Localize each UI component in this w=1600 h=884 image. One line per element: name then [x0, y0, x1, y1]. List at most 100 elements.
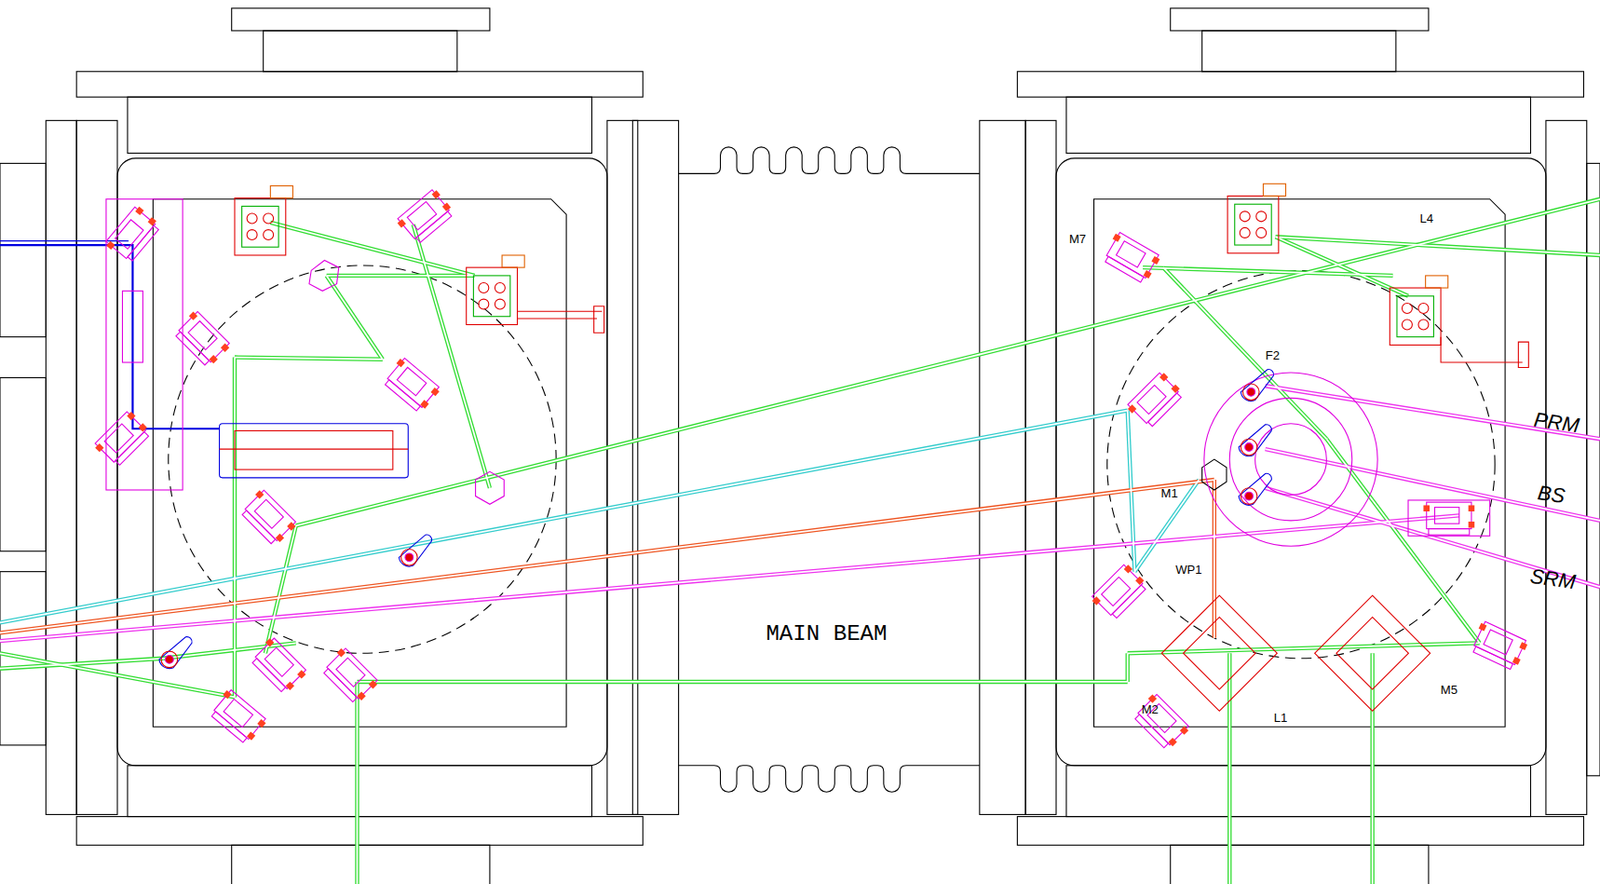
drawing-part: [238, 488, 299, 548]
drawing-part: [127, 765, 593, 817]
drawing-part: [979, 120, 1026, 814]
drawing-part: [0, 240, 129, 242]
optic-hardware: [234, 183, 1529, 367]
drawing-part: [1389, 275, 1448, 346]
drawing-part: [398, 534, 432, 567]
drawing-part: [1238, 424, 1272, 457]
drawing-part: [678, 765, 980, 792]
laser-beams: [0, 199, 1600, 884]
drawing-part: [309, 259, 339, 291]
drawing-part: [395, 188, 457, 246]
drawing-part: [1131, 691, 1192, 752]
drawing-part: [466, 255, 525, 326]
drawing-part: [234, 185, 293, 256]
drawing-part: [1229, 397, 1352, 520]
drawing-part: [1336, 617, 1409, 690]
drawing-part: [1100, 230, 1162, 285]
drawing-part: [263, 30, 458, 72]
drawing-part: [0, 479, 1215, 638]
part-label: L1: [1273, 710, 1289, 725]
drawing-part: [1227, 183, 1286, 254]
drawing-part: [475, 471, 505, 504]
drawing-part: [207, 688, 269, 746]
drawing-part: [1315, 595, 1431, 711]
drawing-part: [1202, 30, 1397, 72]
part-label: PRM: [1531, 407, 1582, 437]
drawing-part: [106, 199, 183, 490]
chamber-outline: [0, 8, 1600, 884]
drawing-part: [1255, 423, 1328, 496]
part-label: SRM: [1528, 565, 1579, 595]
drawing-part: [1408, 500, 1491, 536]
drawing-part: [1468, 620, 1529, 672]
drawing-part: [1066, 765, 1532, 817]
lens-mounts: [1161, 595, 1430, 711]
drawing-part: [1125, 370, 1186, 431]
drawing-part: [152, 199, 567, 727]
beam-label: MAIN BEAM: [764, 622, 888, 647]
drawing-part: [159, 637, 192, 669]
drawing-part: [231, 844, 490, 884]
drawing-part: [219, 448, 409, 450]
drawing-part: [127, 96, 593, 153]
drawing-part: [1170, 8, 1429, 31]
drawing-part: [380, 355, 442, 414]
magenta-beam: [0, 385, 1600, 641]
orange-beam: [0, 479, 1215, 638]
drawing-part: [0, 199, 1600, 884]
drawing-part: [76, 816, 643, 846]
part-label: WP1: [1174, 562, 1203, 577]
drawing-part: [234, 430, 394, 470]
blue-assembly: [0, 199, 408, 490]
drawing-part: [1025, 120, 1057, 814]
drawing-part: [45, 120, 77, 814]
drawing-part: [168, 265, 556, 653]
drawing-part: [1107, 270, 1495, 658]
drawing-part: [93, 409, 153, 470]
drawing-part: [76, 71, 643, 97]
drawing-part: [219, 423, 409, 478]
green-beam: [0, 199, 1600, 884]
mirror-mounts: [93, 188, 1530, 752]
drawing-part: [517, 306, 605, 333]
part-label: BS: [1534, 481, 1567, 508]
drawing-part: [1440, 337, 1529, 368]
drawing-part: [632, 120, 678, 814]
drawing-part: [1066, 96, 1532, 153]
drawing-part: [231, 8, 490, 31]
drawing-part: [172, 309, 232, 369]
drawing-part: [1170, 844, 1429, 884]
drawing-part: [1423, 501, 1475, 535]
part-label: F2: [1264, 348, 1281, 363]
part-label: M1: [1160, 486, 1180, 501]
drawing-part: [0, 244, 220, 429]
drawing-part: [248, 636, 309, 696]
drawing-part: [1238, 473, 1272, 505]
drawing-part: [1016, 71, 1584, 97]
drawing-part: [320, 646, 380, 706]
drawing-part: [122, 290, 143, 363]
part-label: M5: [1439, 682, 1459, 697]
drawing-part: [0, 162, 46, 337]
beam-gaps: [0, 199, 1600, 884]
beamsplitter-group: [159, 369, 1491, 669]
drawing-part: [678, 147, 980, 174]
drawing-part: [0, 377, 46, 551]
drawing-part: [1183, 617, 1256, 690]
drawing-part: [1016, 816, 1584, 846]
drawing-part: [1089, 562, 1150, 623]
drawing-part: [1204, 372, 1378, 546]
drawing-part: [1161, 595, 1277, 711]
drawing-part: [0, 410, 1199, 624]
part-label: L4: [1418, 211, 1435, 226]
drawing-part: [76, 120, 118, 814]
part-label: M7: [1068, 231, 1087, 246]
drawing-part: [104, 204, 163, 266]
part-label: M2: [1140, 702, 1160, 717]
drawing-part: [117, 158, 608, 766]
drawing-part: [1240, 369, 1274, 402]
drawing-part: [0, 385, 1600, 641]
drawing-part: [1545, 120, 1587, 814]
